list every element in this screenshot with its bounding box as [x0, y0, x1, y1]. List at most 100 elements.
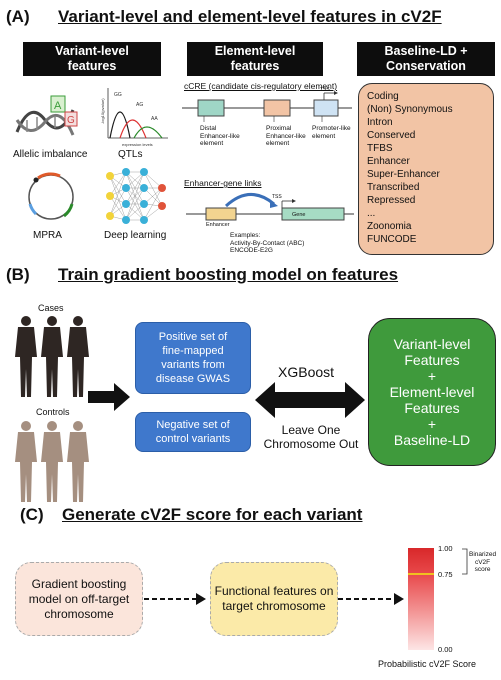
examples-line1: Examples: — [230, 232, 261, 239]
panel-a-letter: (A) — [6, 7, 30, 26]
element-header-line1: Element-level — [214, 44, 296, 58]
score-colorbar — [408, 548, 434, 650]
promoter-label: Promoter-like element — [312, 125, 351, 140]
positive-line4: disease GWAS — [155, 373, 231, 385]
panel-b-letter: (B) — [6, 265, 30, 284]
binarized-line2: cV2F — [474, 558, 491, 566]
examples-line3: ENCODE-E2G — [230, 247, 273, 254]
green-line3: + — [427, 368, 437, 384]
box2-line1: Functional features on — [214, 584, 334, 598]
positive-line3: variants from — [161, 359, 225, 371]
green-line2: Features — [404, 352, 460, 368]
baseline-item: Conserved — [367, 130, 416, 141]
positive-line2: fine-mapped — [162, 345, 224, 357]
variant-header-line1: Variant-level — [55, 44, 129, 58]
baseline-header: Baseline-LD +Conservation — [357, 42, 495, 76]
examples-text: Examples: Activity-By-Contact (ABC) ENCO… — [230, 232, 304, 255]
green-line4: Element-level — [389, 384, 475, 400]
proximal-line3: element — [266, 140, 290, 147]
qtl-plot: GG AG AA -log10(pvalue) expression level… — [100, 88, 168, 147]
element-header-line2: features — [230, 59, 280, 73]
baseline-item: Coding — [367, 91, 399, 102]
promoter-line2: element — [312, 132, 336, 140]
baseline-item: (Non) Synonymous — [367, 104, 453, 115]
dashed-arrow-1 — [144, 593, 206, 605]
box1-line2: model on off-target — [28, 591, 130, 606]
panel-a-title-text: Variant-level and element-level features… — [58, 7, 442, 26]
mpra-illustration — [28, 172, 74, 220]
loco-line1: Leave One — [281, 423, 341, 437]
distal-enhancer-label: Distal Enhancer-like element — [200, 125, 240, 148]
negative-line1: Negative set of — [156, 419, 230, 431]
baseline-item: ... — [367, 208, 376, 219]
green-line6: + — [427, 416, 437, 432]
distal-line1: Distal — [200, 125, 217, 132]
svg-text:A: A — [54, 100, 62, 112]
qtl-gg: GG — [114, 92, 122, 98]
box2-line2: target chromosome — [222, 599, 326, 613]
mpra-label: MPRA — [33, 230, 62, 241]
panel-c-letter: (C) — [20, 505, 44, 524]
green-line1: Variant-level — [393, 336, 471, 352]
positive-set-box: Positive set of fine-mapped variants fro… — [135, 322, 251, 394]
baseline-item: Repressed — [367, 195, 416, 206]
negative-set-box: Negative set of control variants — [135, 412, 251, 452]
allelic-imbalance-illustration: A G — [15, 95, 78, 136]
controls-figures — [15, 421, 89, 502]
green-line5: Features — [404, 400, 460, 416]
qtl-x-label: expression levels — [122, 142, 153, 147]
baseline-item: Super-Enhancer — [367, 169, 440, 180]
probabilistic-score-label: Probabilistic cV2F Score — [378, 659, 477, 669]
bidirectional-arrow — [255, 382, 365, 418]
binarized-label: Binarized cV2F score — [469, 551, 496, 574]
variant-header-line2: features — [67, 59, 117, 73]
features-green-box: Variant-level Features + Element-level F… — [368, 318, 496, 466]
qtl-y-label: -log10(pvalue) — [100, 98, 105, 124]
box1-line1: Gradient boosting — [31, 576, 127, 591]
qtl-aa: AA — [151, 116, 158, 122]
gene-label: Gene — [292, 212, 306, 218]
baseline-header-line1: Baseline-LD + — [384, 44, 468, 58]
xgboost-label: XGBoost — [278, 364, 335, 380]
ccre-title: cCRE (candidate cis-regulatory element) — [184, 81, 338, 91]
dashed-arrow-2 — [338, 593, 404, 605]
ccre-tss: TSS — [320, 87, 330, 93]
proximal-line1: Proximal — [266, 125, 292, 132]
proximal-enhancer-label: Proximal Enhancer-like element — [266, 125, 306, 148]
panel-c-title: Generate cV2F score for each variant — [62, 505, 362, 525]
baseline-header-line2: Conservation — [386, 59, 466, 73]
distal-line2: Enhancer-like — [200, 132, 240, 140]
promoter-line1: Promoter-like — [312, 125, 351, 132]
arrow-to-sets — [88, 383, 130, 411]
binarized-line1: Binarized — [469, 551, 497, 558]
green-line7: Baseline-LD — [393, 432, 471, 448]
cases-label: Cases — [38, 303, 64, 313]
baseline-item: FUNCODE — [367, 234, 417, 245]
cases-figures — [15, 316, 89, 397]
qtl-ag: AG — [136, 102, 143, 108]
baseline-item: Enhancer — [367, 156, 410, 167]
baseline-item: Transcribed — [367, 182, 420, 193]
positive-line1: Positive set of — [158, 331, 228, 343]
proximal-line2: Enhancer-like — [266, 132, 306, 140]
threshold-line — [408, 573, 434, 575]
tick-0-00: 0.00 — [438, 645, 453, 654]
baseline-item: Intron — [367, 117, 393, 128]
baseline-item: Zoonomia — [367, 221, 412, 232]
box1-line3: chromosome — [44, 606, 114, 621]
deep-learning-network — [106, 168, 166, 224]
allelic-imbalance-label: Allelic imbalance — [13, 149, 88, 160]
binarized-line3: score — [474, 566, 491, 573]
panel-b-title-text: Train gradient boosting model on feature… — [58, 265, 399, 284]
baseline-item: TFBS — [367, 143, 393, 154]
gradient-boosting-box: Gradient boosting model on off-target ch… — [15, 562, 143, 636]
enhancer-label: Enhancer — [206, 222, 230, 228]
controls-label: Controls — [36, 407, 70, 417]
binarized-bracket — [462, 548, 468, 575]
ccre-diagram — [182, 91, 352, 122]
panel-c-title-text: Generate cV2F score for each variant — [62, 505, 363, 524]
tick-0-75: 0.75 — [438, 570, 453, 579]
